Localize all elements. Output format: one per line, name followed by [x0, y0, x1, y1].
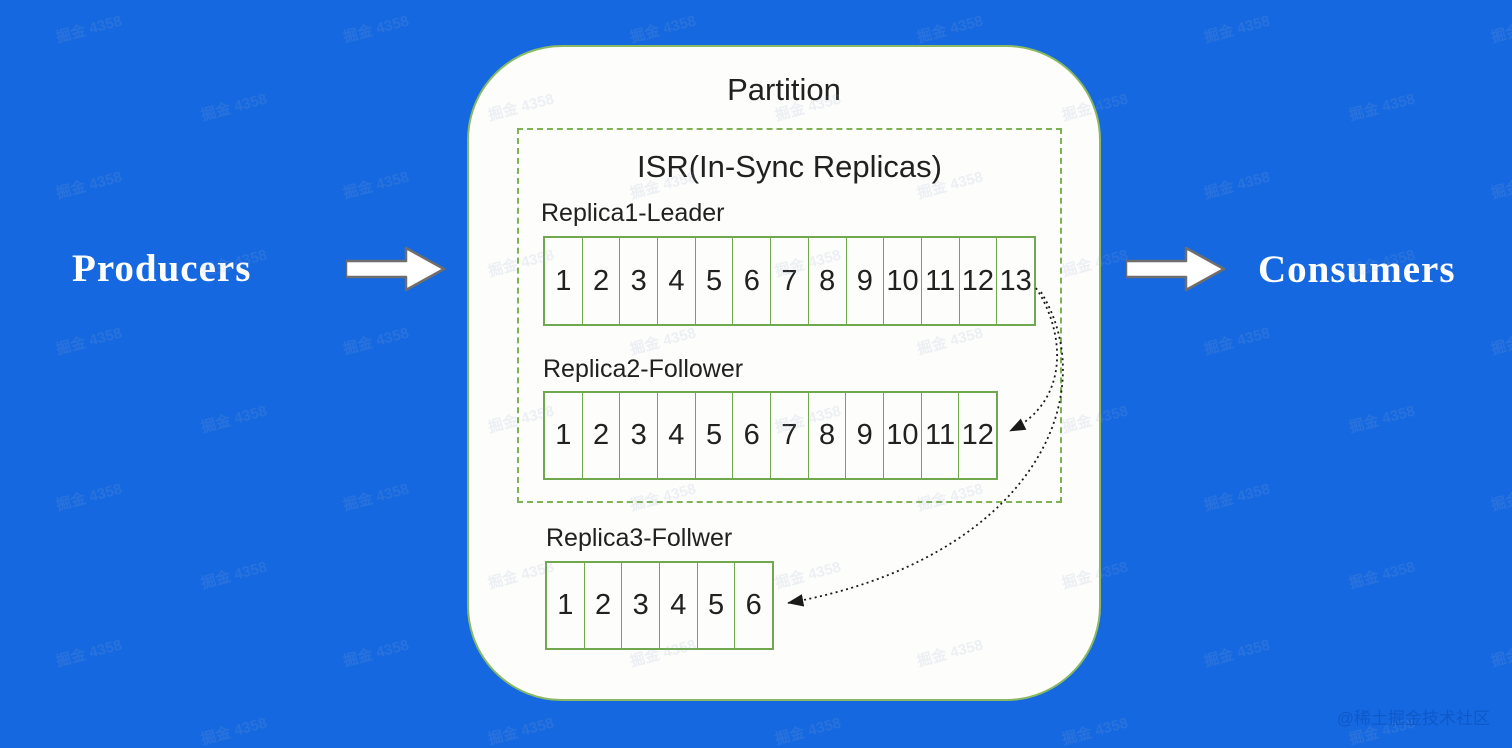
log-cell: 10 — [883, 393, 921, 478]
tile-watermark: 掘金 4358 — [1202, 480, 1272, 515]
log-cell: 1 — [557, 589, 574, 621]
log-cell: 8 — [807, 393, 846, 478]
producers-to-partition-arrow-icon — [346, 246, 446, 292]
log-cell: 3 — [621, 563, 659, 648]
tile-watermark: 掘金 4358 — [54, 12, 124, 47]
tile-watermark: 掘金 4358 — [773, 714, 843, 748]
consumers-label: Consumers — [1258, 248, 1456, 291]
log-cell: 7 — [770, 393, 808, 478]
tile-watermark: 掘金 4358 — [1347, 90, 1417, 125]
log-cell: 6 — [732, 393, 770, 478]
tile-watermark: 掘金 4358 — [915, 12, 985, 47]
log-cell: 2 — [581, 393, 620, 478]
tile-watermark: 掘金 4358 — [341, 636, 411, 671]
log-cell: 12 — [958, 238, 997, 324]
tile-watermark: 掘金 4358 — [1202, 324, 1272, 359]
tile-watermark: 掘金 4358 — [1202, 12, 1272, 47]
log-cell: 1 — [555, 419, 572, 451]
tile-watermark: 掘金 4358 — [486, 714, 556, 748]
replica3-follower-label: Replica3-Follwer — [546, 524, 733, 552]
partition-title: Partition — [727, 72, 841, 107]
tile-watermark: 掘金 4358 — [199, 90, 269, 125]
log-cell: 5 — [696, 563, 735, 648]
log-cell: 6 — [732, 238, 770, 324]
juejin-credit-watermark: @稀土掘金技术社区 — [1336, 709, 1490, 728]
log-cell: 4 — [657, 238, 695, 324]
log-cell: 11 — [920, 238, 959, 324]
log-cell: 5 — [694, 238, 733, 324]
tile-watermark: 掘金 4358 — [54, 636, 124, 671]
tile-watermark: 掘金 4358 — [1489, 481, 1512, 515]
tile-watermark: 掘金 4358 — [1489, 13, 1512, 47]
tile-watermark: 掘金 4358 — [1202, 636, 1272, 671]
tile-watermark: 掘金 4358 — [1489, 325, 1512, 359]
log-cell: 2 — [583, 563, 622, 648]
log-cell: 9 — [845, 393, 883, 478]
producers-label: Producers — [72, 247, 252, 290]
log-cell: 12 — [958, 393, 996, 478]
tile-watermark: 掘金 4358 — [341, 480, 411, 515]
tile-watermark: 掘金 4358 — [341, 324, 411, 359]
tile-watermark: 掘金 4358 — [1347, 402, 1417, 437]
tile-watermark: 掘金 4358 — [628, 12, 698, 47]
tile-watermark: 掘金 4358 — [199, 714, 269, 748]
log-cell: 8 — [807, 238, 846, 324]
isr-title: ISR(In-Sync Replicas) — [637, 149, 942, 184]
tile-watermark: 掘金 4358 — [199, 558, 269, 593]
tile-watermark: 掘金 4358 — [54, 324, 124, 359]
log-cell: 7 — [770, 238, 808, 324]
log-cell: 6 — [734, 563, 772, 648]
tile-watermark: 掘金 4358 — [1489, 637, 1512, 671]
log-cell: 13 — [996, 238, 1034, 324]
log-cell: 1 — [555, 264, 572, 297]
log-cell: 2 — [581, 238, 620, 324]
log-cell: 4 — [657, 393, 695, 478]
tile-watermark: 掘金 4358 — [1347, 558, 1417, 593]
partition-to-consumers-arrow-icon — [1126, 246, 1226, 292]
log-cell: 9 — [845, 238, 884, 324]
tile-watermark: 掘金 4358 — [1489, 169, 1512, 203]
tile-watermark: 掘金 4358 — [1060, 714, 1130, 748]
tile-watermark: 掘金 4358 — [341, 168, 411, 203]
replica2-follower-label: Replica2-Follower — [543, 355, 744, 383]
tile-watermark: 掘金 4358 — [199, 402, 269, 437]
log-cell: 11 — [920, 393, 959, 478]
log-cell: 4 — [659, 563, 697, 648]
log-cell: 5 — [694, 393, 733, 478]
tile-watermark: 掘金 4358 — [1202, 168, 1272, 203]
log-cell: 3 — [619, 238, 657, 324]
tile-watermark: 掘金 4358 — [54, 168, 124, 203]
log-cell: 3 — [619, 393, 657, 478]
tile-watermark: 掘金 4358 — [341, 12, 411, 47]
log-cell: 10 — [883, 238, 921, 324]
replica1-leader-label: Replica1-Leader — [541, 199, 725, 227]
tile-watermark: 掘金 4358 — [54, 480, 124, 515]
